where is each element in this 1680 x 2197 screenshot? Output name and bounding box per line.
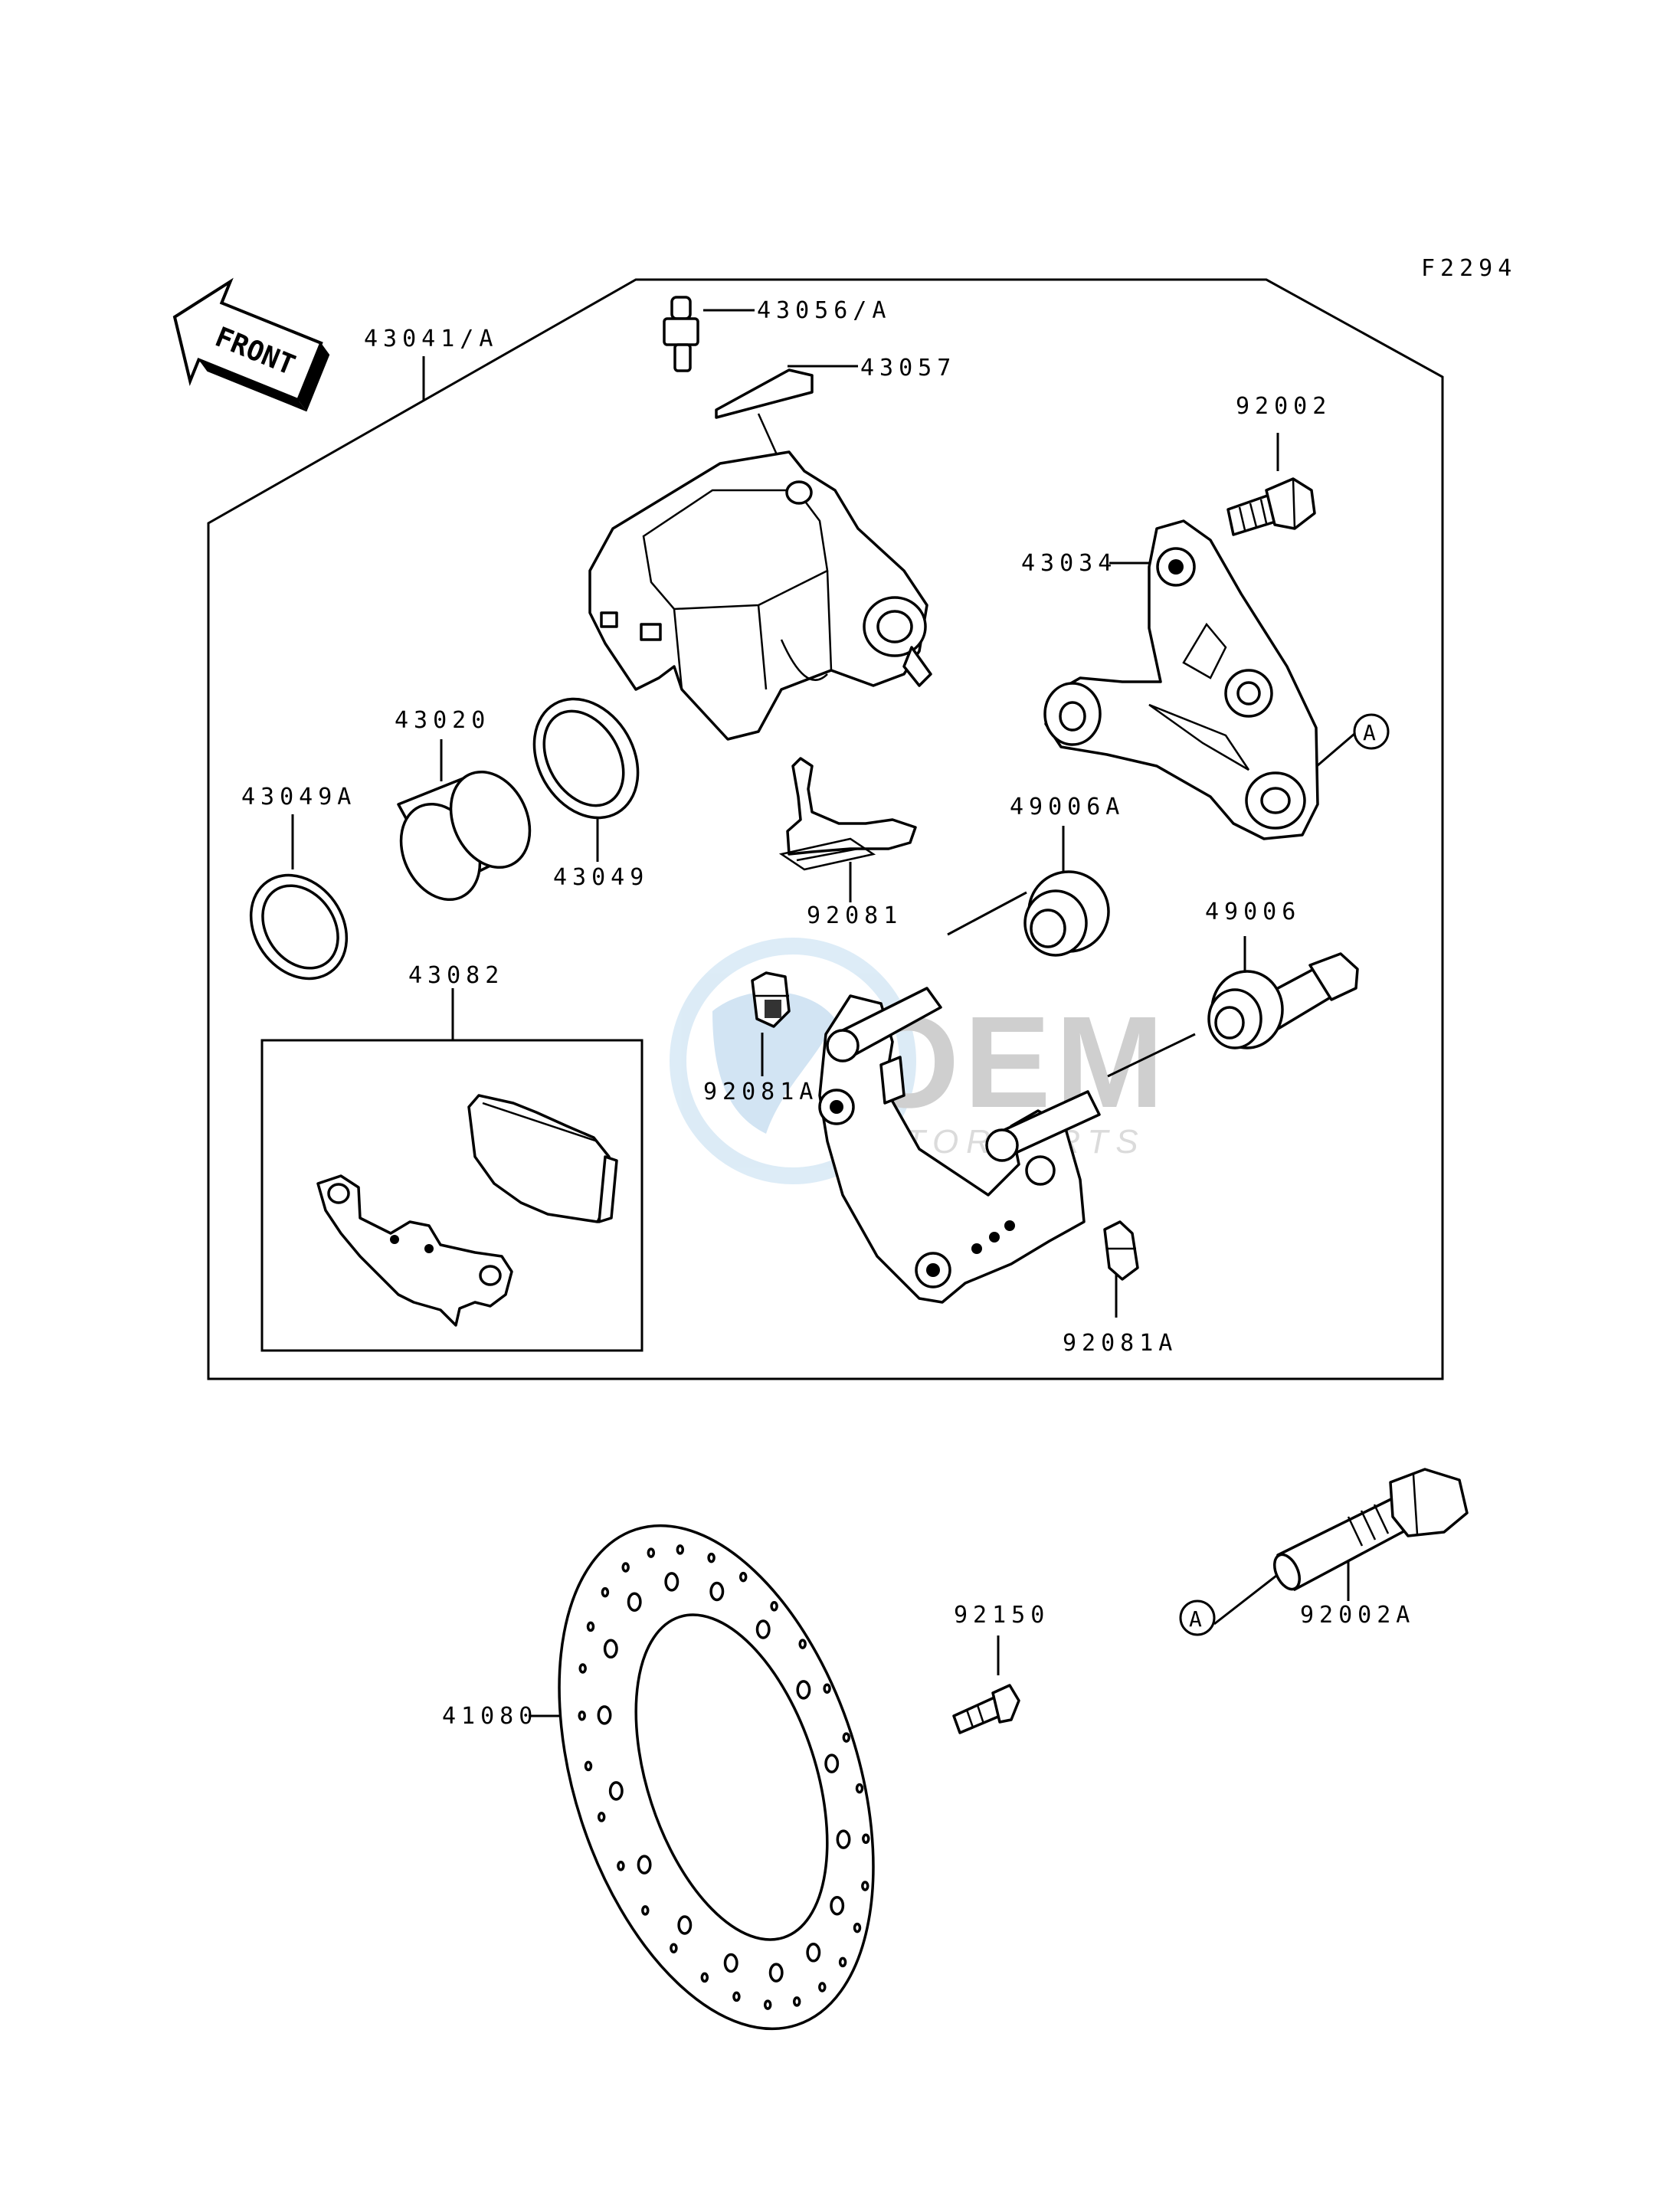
label-43049a: 43049A	[241, 784, 356, 810]
label-43056-a: 43056/A	[757, 297, 891, 324]
caliper-body-part	[588, 450, 932, 741]
disc-hole	[617, 1861, 625, 1871]
disc-hole	[578, 1710, 586, 1721]
seal-43049a-part	[249, 873, 349, 981]
caliper-assembly-frame	[207, 278, 1444, 1380]
disc-hole	[627, 1592, 642, 1612]
label-92150: 92150	[954, 1602, 1050, 1629]
disc-hole	[597, 1705, 612, 1725]
disc-hole	[637, 1855, 652, 1874]
disc-hole	[798, 1639, 807, 1649]
disc-hole	[738, 1571, 748, 1583]
disc-hole	[818, 1982, 827, 1992]
disc-hole	[861, 1881, 869, 1891]
disc-hole	[842, 1732, 851, 1743]
seal-43049-part	[532, 697, 640, 820]
brake-disc-41080-part	[558, 1524, 875, 2031]
watermark-logo: OEM MOTORPARTS	[670, 938, 1164, 1184]
disc-hole	[664, 1572, 680, 1592]
label-92002: 92002	[1236, 393, 1331, 420]
disc-hole	[836, 1829, 851, 1849]
disc-holes	[578, 1544, 870, 2010]
label-43034: 43034	[1021, 550, 1117, 577]
disc-hole	[597, 1812, 606, 1822]
disc-hole	[823, 1683, 831, 1694]
pads-43082-part	[316, 1094, 618, 1327]
label-41080: 41080	[442, 1703, 538, 1730]
disc-hole	[763, 1999, 772, 2010]
boot-49006-part	[1207, 952, 1359, 1049]
spring-plate-92081-part	[778, 757, 917, 871]
disc-bolt-92150-part	[952, 1684, 1020, 1734]
disc-hole	[676, 1544, 685, 1555]
disc-hole	[853, 1922, 862, 1933]
label-49006a: 49006A	[1010, 794, 1125, 820]
front-arrow-icon: FRONT	[172, 277, 330, 412]
disc-hole	[855, 1783, 864, 1794]
clip-92081a-right-part	[1103, 1220, 1139, 1281]
disc-hole	[806, 1943, 821, 1963]
disc-hole	[838, 1956, 847, 1968]
disc-hole	[584, 1760, 593, 1772]
disc-hole	[792, 1996, 801, 2007]
disc-hole	[796, 1680, 811, 1700]
disc-hole	[578, 1663, 587, 1674]
label-43041-a: 43041/A	[364, 326, 498, 352]
bleeder-valve-part	[663, 296, 699, 372]
label-92081: 92081	[807, 902, 902, 929]
label-43057: 43057	[860, 355, 956, 381]
disc-hole	[586, 1621, 595, 1632]
disc-hole	[677, 1915, 693, 1935]
disc-hole	[621, 1562, 630, 1573]
leader-lines	[291, 309, 1355, 1717]
support-bracket-part	[818, 987, 1101, 1304]
disc-hole	[770, 1601, 778, 1612]
disc-hole	[647, 1547, 656, 1558]
figure-code: F2294	[1421, 255, 1517, 282]
disc-hole	[641, 1905, 650, 1916]
label-43020: 43020	[395, 707, 490, 734]
disc-hole	[603, 1639, 618, 1659]
disc-hole	[709, 1581, 725, 1602]
bracket-43034-part	[1043, 519, 1319, 840]
clip-92081a-left-part	[751, 971, 791, 1028]
disc-hole	[723, 1953, 738, 1973]
disc-hole	[601, 1586, 610, 1598]
piston-43020-part	[397, 770, 532, 902]
ref-mark-text: A	[1189, 1606, 1202, 1632]
label-92081a-right: 92081A	[1063, 1330, 1177, 1357]
label-43049: 43049	[553, 864, 649, 891]
bolt-92002a-part	[1273, 1468, 1469, 1591]
disc-hole	[824, 1753, 840, 1773]
disc-hole	[608, 1781, 624, 1801]
ref-mark-a-lower: A	[1179, 1599, 1216, 1636]
disc-hole	[670, 1943, 678, 1953]
disc-hole	[732, 1991, 741, 2002]
boot-49006a-part	[1023, 870, 1110, 957]
label-49006: 49006	[1205, 899, 1301, 925]
part-labels: 43041/A 43056/A 43057 92002 43034 43020 …	[241, 297, 1415, 1730]
disc-hole	[862, 1833, 870, 1845]
disc-hole	[768, 1963, 784, 1983]
disc-hole	[700, 1972, 709, 1983]
label-92081a-left: 92081A	[703, 1079, 818, 1105]
disc-hole	[830, 1895, 845, 1916]
label-92002a: 92002A	[1300, 1602, 1415, 1629]
ref-mark-a-upper: A	[1353, 713, 1390, 750]
ref-mark-text: A	[1363, 720, 1376, 745]
disc-hole	[755, 1619, 771, 1639]
bolt-92002-part	[1226, 477, 1316, 536]
disc-hole	[707, 1552, 716, 1563]
label-43082: 43082	[408, 962, 504, 989]
